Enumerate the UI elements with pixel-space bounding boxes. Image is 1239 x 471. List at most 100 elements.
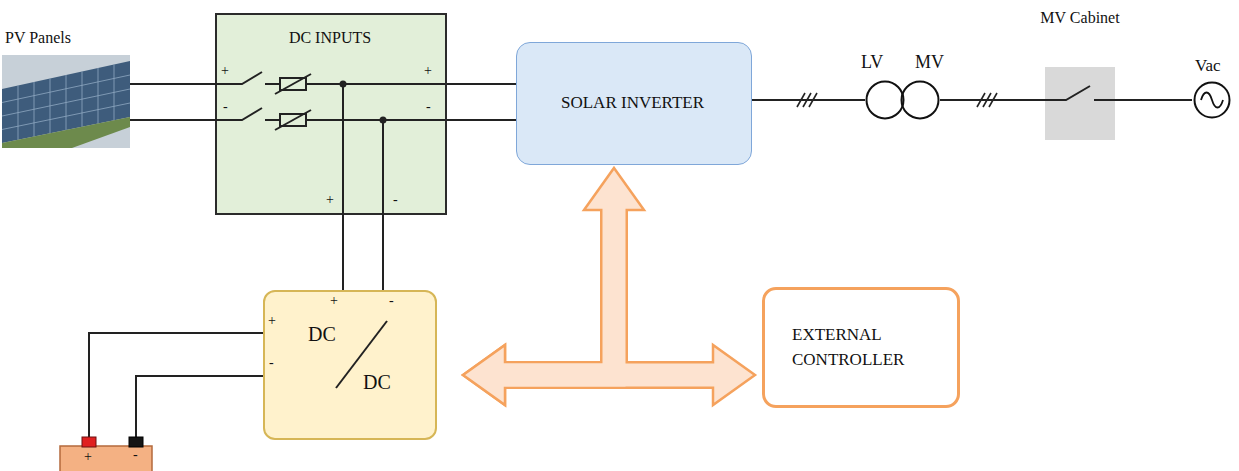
terminal-sign: + <box>424 64 432 78</box>
wire <box>130 119 215 121</box>
branch-wire <box>342 84 344 215</box>
junction-dot <box>380 117 387 124</box>
arrow-outline-group <box>503 208 715 375</box>
battery-symbol <box>60 437 152 471</box>
wire-group <box>130 84 1192 290</box>
transformer: LVMV <box>865 52 940 122</box>
dc-input-switchgear <box>215 72 445 215</box>
node-subtext: DC <box>363 370 391 394</box>
three-phase-ticks <box>797 93 997 107</box>
node-text: Vac <box>1195 56 1220 76</box>
fuse-slash <box>275 110 311 130</box>
branch-wire <box>382 120 384 215</box>
pv-photo <box>2 55 130 148</box>
battery-wires <box>89 333 263 437</box>
wire <box>940 99 1045 101</box>
winding <box>902 82 939 119</box>
source-circle <box>1195 83 1230 118</box>
wire <box>130 83 215 85</box>
xf-port <box>865 80 940 120</box>
terminal-sign: + <box>84 450 92 464</box>
transformer-symbol <box>865 80 940 120</box>
control-arrow-shaft <box>503 208 614 375</box>
cabinet-fill <box>1045 67 1115 140</box>
cabinet-switch <box>1045 86 1115 100</box>
control-arrow-outline <box>503 208 614 375</box>
arrow-head-group <box>463 168 755 405</box>
mv-cabinet: MV Cabinet <box>1028 8 1132 142</box>
vac-port <box>1192 81 1232 119</box>
wire <box>342 215 344 290</box>
wire <box>382 215 384 290</box>
control-arrow-shaft <box>503 364 715 387</box>
panel-grid <box>18 86 19 140</box>
node-subtext: MV <box>915 52 944 74</box>
battery-wire <box>89 333 263 437</box>
panel-grid <box>114 65 115 121</box>
panel-grid <box>82 72 83 127</box>
control-arrowhead <box>463 345 505 405</box>
ac-grid-source: Vac <box>1192 56 1236 122</box>
cab-port <box>1045 67 1115 140</box>
terminal-sign: - <box>133 448 138 462</box>
wire <box>752 99 865 101</box>
battery-terminal <box>129 437 143 447</box>
wire <box>1115 99 1192 101</box>
panel-grid <box>98 68 99 124</box>
dc-dc-converter: DC DC <box>263 290 437 440</box>
negative-line <box>215 108 445 120</box>
solar-inverter-box: SOLAR INVERTER <box>516 42 752 165</box>
panel-grid <box>66 75 67 130</box>
node-text: DC INPUTS <box>217 28 443 47</box>
node-text: EXTERNAL CONTROLLER <box>792 323 942 372</box>
dc-inputs-box: DC INPUTS <box>215 13 447 215</box>
fuse-slash <box>275 74 311 94</box>
terminal-sign: - <box>393 193 398 207</box>
terminal-sign: + <box>326 193 334 207</box>
control-arrowhead <box>713 345 755 405</box>
battery-wire <box>136 376 263 437</box>
node-text: MV Cabinet <box>1028 8 1132 27</box>
pv-port <box>2 55 130 148</box>
node-text: DC <box>308 322 336 346</box>
sky <box>2 55 130 148</box>
tick <box>809 93 817 107</box>
winding <box>867 82 904 119</box>
terminal-sign: + <box>221 64 229 78</box>
battery-terminal <box>82 437 96 447</box>
terminal-sign: + <box>330 294 338 308</box>
wire <box>447 83 516 85</box>
node-text: PV Panels <box>5 28 71 47</box>
terminal-sign: - <box>389 294 394 308</box>
node-text: SOLAR INVERTER <box>517 93 748 113</box>
terminal-sign: + <box>268 314 276 328</box>
positive-line <box>215 72 445 84</box>
fuse-symbol <box>280 114 306 126</box>
control-arrow-outline <box>503 361 715 389</box>
cabinet-body <box>1045 67 1115 140</box>
junction-dot <box>340 81 347 88</box>
converter-slash <box>336 321 387 388</box>
arrow-fill-group <box>503 208 715 375</box>
grass <box>2 117 130 148</box>
fuse-symbol <box>280 78 306 90</box>
terminal-sign: - <box>426 100 431 114</box>
ac-source-symbol <box>1192 81 1232 119</box>
pv-panels: PV Panels <box>2 28 134 150</box>
battery-body <box>60 446 152 471</box>
panel-grid <box>50 79 51 134</box>
control-arrowhead <box>463 345 505 405</box>
wire <box>447 119 516 121</box>
terminal-sign: - <box>269 356 274 370</box>
sine-wave <box>1201 93 1223 108</box>
terminal-sign: - <box>223 100 228 114</box>
control-arrowhead <box>584 168 644 210</box>
panel-grid <box>34 82 35 137</box>
tick <box>989 93 997 107</box>
node-text: LV <box>861 52 883 74</box>
external-controller-box: EXTERNAL CONTROLLER <box>762 287 960 408</box>
